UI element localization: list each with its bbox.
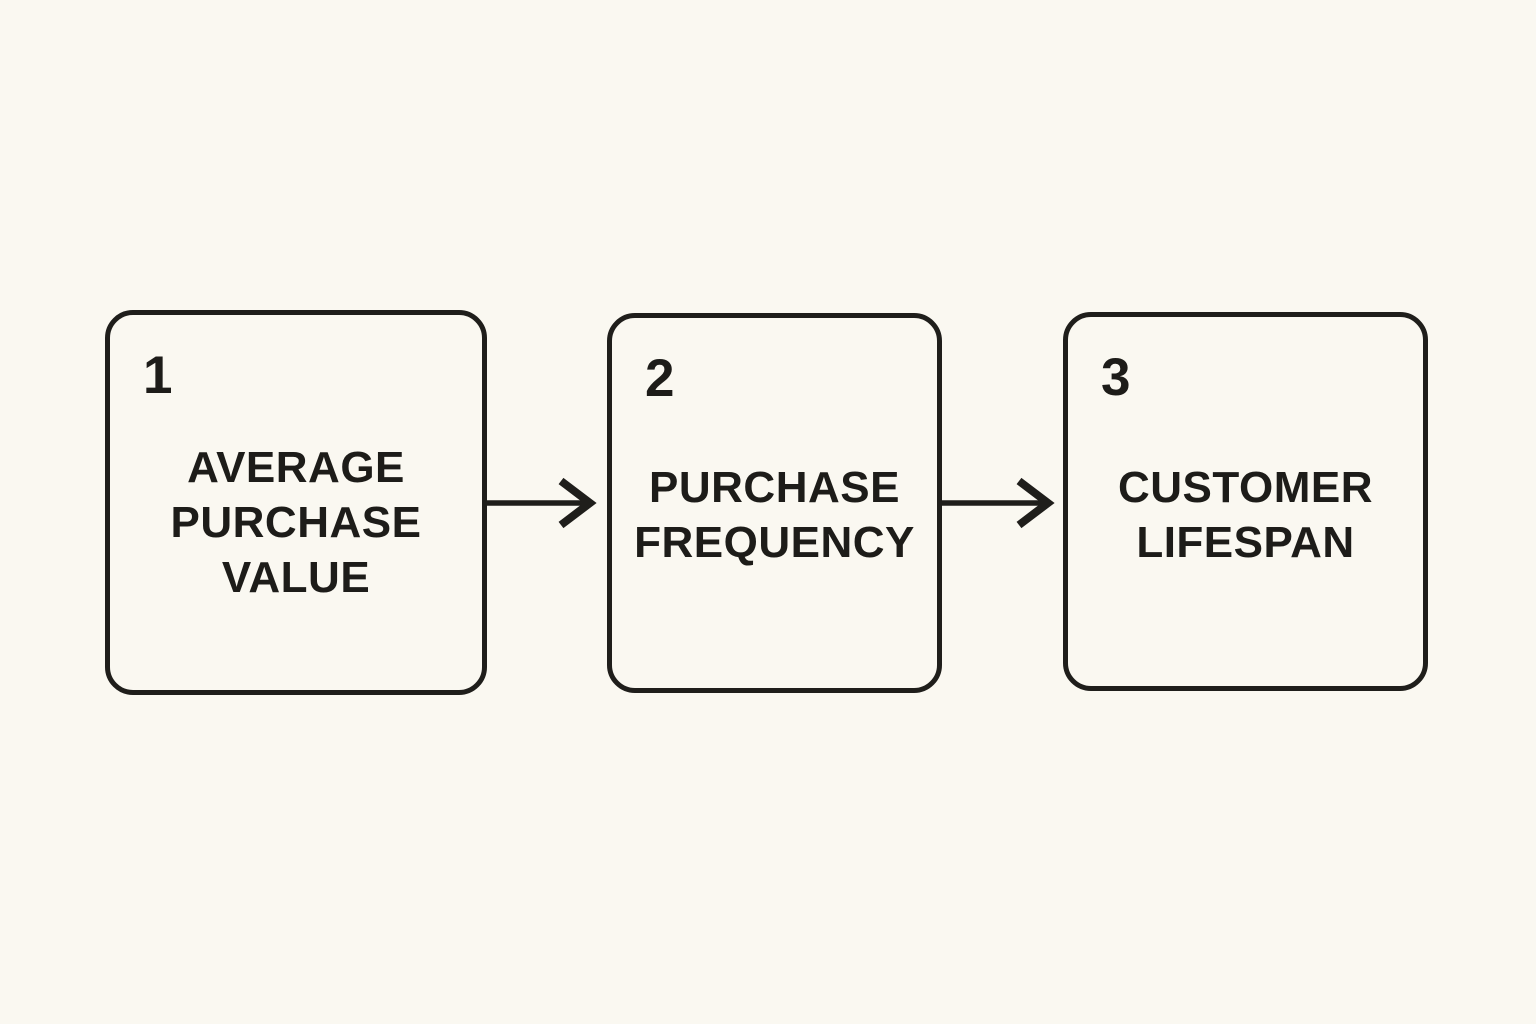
arrow-right-icon xyxy=(942,477,1055,529)
step-box-average-purchase-value: 1 AVERAGE PURCHASE VALUE xyxy=(105,310,487,695)
step-box-customer-lifespan: 3 CUSTOMER LIFESPAN xyxy=(1063,312,1428,691)
step-number: 1 xyxy=(143,346,173,405)
arrow-right-icon xyxy=(484,477,597,529)
step-title: CUSTOMER LIFESPAN xyxy=(1118,463,1373,567)
step-box-purchase-frequency: 2 PURCHASE FREQUENCY xyxy=(607,313,942,693)
step-number: 3 xyxy=(1101,348,1131,407)
step-number: 2 xyxy=(645,349,675,408)
step-title: PURCHASE FREQUENCY xyxy=(634,463,915,567)
step-title: AVERAGE PURCHASE VALUE xyxy=(170,443,422,602)
